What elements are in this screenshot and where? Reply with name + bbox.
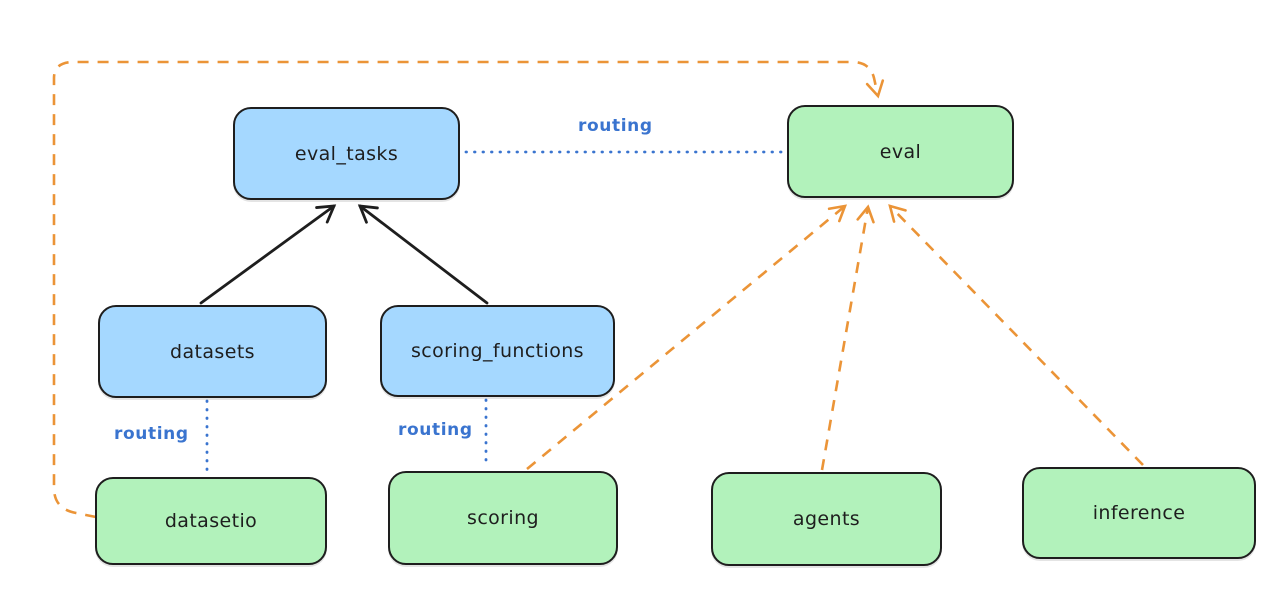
node-agents: agents — [711, 472, 942, 566]
node-scoring-functions-label: scoring_functions — [411, 340, 584, 362]
edge-inference-to-eval — [888, 204, 1144, 466]
edge-label-routing-datasets-datasetio: routing — [114, 424, 189, 444]
node-scoring-functions: scoring_functions — [380, 305, 615, 397]
node-datasetio: datasetio — [95, 477, 327, 565]
node-datasetio-label: datasetio — [164, 510, 258, 532]
node-inference-label: inference — [1092, 502, 1186, 524]
edge-label-routing-eval-tasks-eval: routing — [578, 116, 653, 136]
node-agents-label: agents — [792, 508, 861, 530]
node-eval-tasks: eval_tasks — [233, 107, 460, 200]
node-datasets-label: datasets — [170, 340, 255, 363]
node-eval-label: eval — [879, 140, 922, 163]
node-eval: eval — [787, 105, 1014, 198]
edge-label-routing-scoring-functions-scoring: routing — [398, 420, 473, 440]
edge-scoring-functions-to-eval-tasks — [357, 204, 489, 305]
edge-datasetio-to-eval-loop — [52, 60, 885, 519]
node-datasets: datasets — [98, 305, 327, 398]
node-scoring-label: scoring — [467, 507, 539, 529]
edge-agents-to-eval — [820, 204, 875, 471]
node-scoring: scoring — [388, 471, 618, 565]
node-eval-tasks-label: eval_tasks — [294, 142, 399, 165]
edge-datasets-to-eval-tasks — [199, 204, 337, 305]
edge-scoring-to-eval — [526, 204, 848, 471]
node-inference: inference — [1022, 467, 1256, 559]
